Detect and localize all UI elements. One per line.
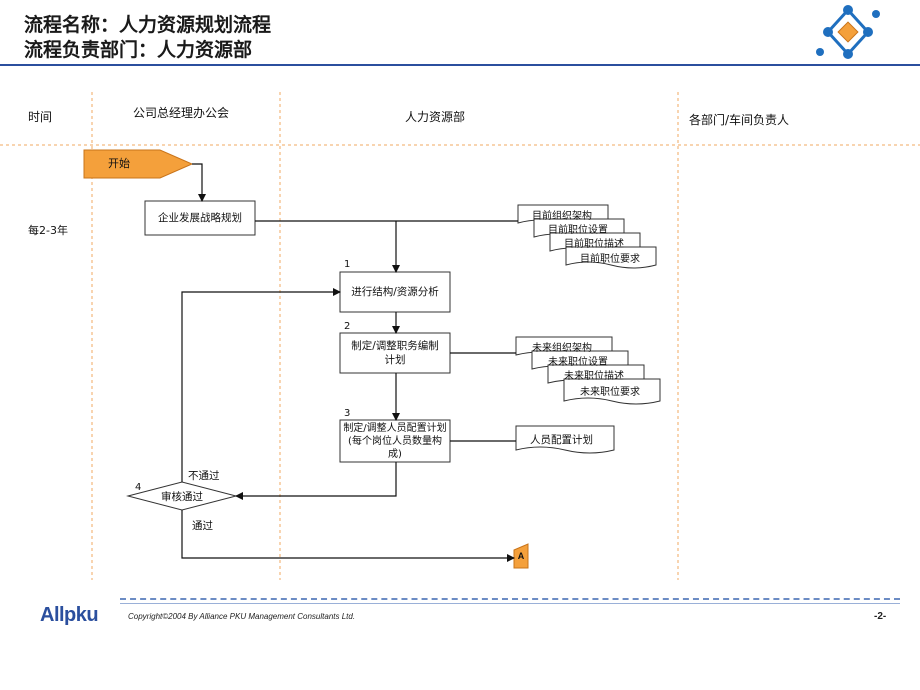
future-docs-stack xyxy=(515,336,661,405)
copyright-text: Copyright©2004 By Alliance PKU Managemen… xyxy=(128,612,356,621)
strategy-box-shape xyxy=(144,200,256,236)
future-doc-positions: 未来职位设置 xyxy=(548,357,608,368)
strategy-box: 企业发展战略规划 xyxy=(158,212,242,224)
time-period-label: 每2-3年 xyxy=(28,224,68,237)
current-doc-descriptions: 目前职位描述 xyxy=(564,239,624,250)
footer-solid-rule xyxy=(120,603,900,604)
process-name-title: 流程名称：人力资源规划流程 xyxy=(24,14,272,36)
connector-a-shape xyxy=(513,543,529,569)
connector-a-label: A xyxy=(517,551,525,561)
future-doc-descriptions: 未来职位描述 xyxy=(564,371,624,382)
future-doc-requirements: 未来职位要求 xyxy=(580,387,640,398)
step-number-3: 3 xyxy=(344,408,351,419)
staffing-plan-doc: 人员配置计划 xyxy=(530,434,593,446)
step-number-2: 2 xyxy=(344,321,351,332)
staffing-plan-box: 制定/调整职务编制计划 xyxy=(351,340,439,366)
lane-header-gm-office: 公司总经理办公会 xyxy=(133,106,230,120)
company-logo: Allpku xyxy=(40,604,99,626)
staffing-doc-shape xyxy=(515,425,615,454)
lane-header-time: 时间 xyxy=(28,110,53,124)
pass-label: 通过 xyxy=(192,520,213,532)
start-shape xyxy=(83,149,194,179)
lane-header-hr: 人力资源部 xyxy=(405,110,466,124)
step-number-4: 4 xyxy=(135,482,142,493)
network-logo-icon xyxy=(816,5,880,59)
start-label: 开始 xyxy=(108,157,130,170)
flow-lines xyxy=(181,163,518,562)
lane-header-departments: 各部门/车间负责人 xyxy=(689,113,790,127)
page-number: -2- xyxy=(874,611,887,622)
process-owner-title: 流程负责部门：人力资源部 xyxy=(24,39,253,61)
step1-box-shape xyxy=(339,271,451,313)
footer-dashed-rule xyxy=(120,598,900,600)
analysis-box: 进行结构/资源分析 xyxy=(351,286,439,298)
step3-box-shape xyxy=(339,419,451,463)
fail-label: 不通过 xyxy=(188,470,220,482)
approval-decision: 审核通过 xyxy=(161,491,203,503)
current-doc-requirements: 目前职位要求 xyxy=(580,254,640,265)
current-doc-org: 目前组织架构 xyxy=(532,211,592,222)
current-doc-positions: 目前职位设置 xyxy=(548,225,608,236)
current-docs-stack xyxy=(517,204,657,269)
header-divider xyxy=(0,64,920,66)
personnel-plan-box: 制定/调整人员配置计划(每个岗位人员数量构成) xyxy=(343,422,447,460)
future-doc-org: 未来组织架构 xyxy=(532,343,592,354)
step-number-1: 1 xyxy=(344,259,351,270)
